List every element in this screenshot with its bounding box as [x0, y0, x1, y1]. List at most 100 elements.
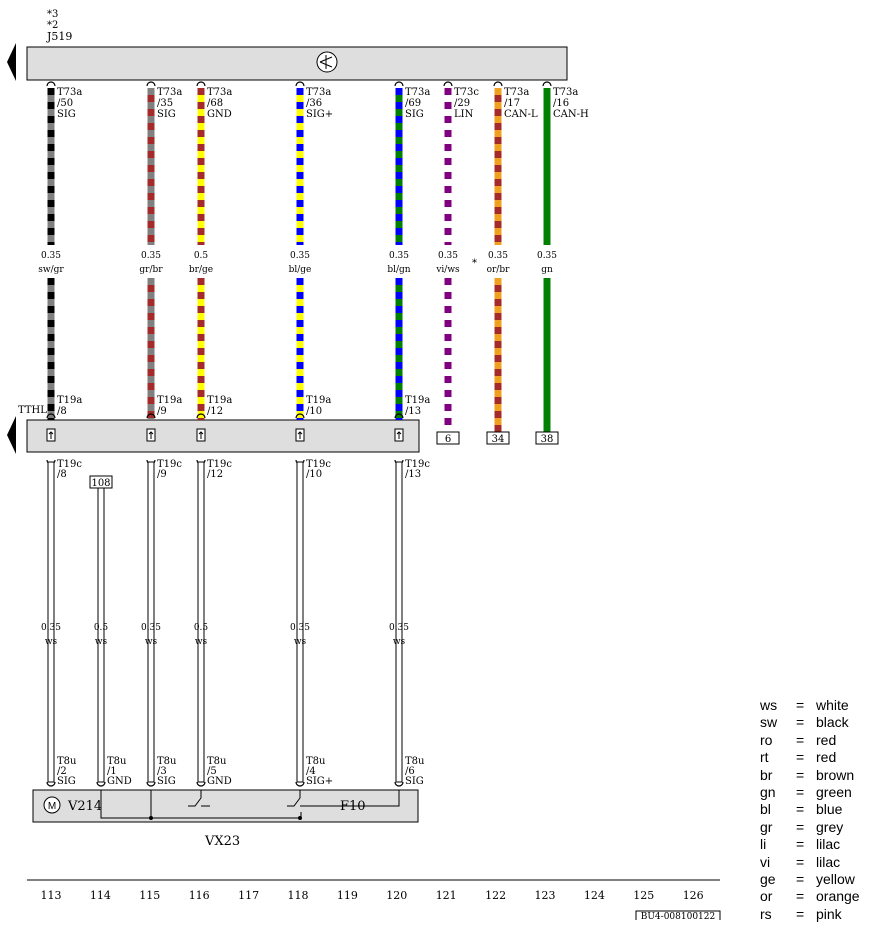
column-number: 126	[683, 889, 704, 902]
wire-5-lower-stripe	[395, 285, 403, 292]
legend-row: vi=lilac	[760, 854, 860, 871]
wire-3-lower-stripe	[197, 383, 205, 390]
wire-8-lower-base	[543, 278, 551, 432]
left-arrow-middle	[7, 416, 16, 454]
wire-7-gauge: 0.35	[488, 251, 508, 261]
wire-5-mid-conn-name: T19a	[405, 395, 430, 406]
wire-6-lower-stripe	[444, 299, 452, 306]
wire-3-mid-conn-name: T19a	[207, 395, 232, 406]
wire-5-lower-base	[395, 278, 403, 420]
wire-6-lower-stripe	[444, 397, 452, 404]
wire-1-upper-stripe	[47, 221, 55, 228]
extra-wire	[97, 487, 105, 783]
legend-row: or=orange	[760, 888, 860, 905]
wire-7-conn-signal: CAN-L	[504, 109, 538, 120]
wire-3-upper-stripe	[197, 165, 205, 172]
wire-4-upper-stripe	[296, 179, 304, 186]
wire-4-low-conn-name: T19c	[306, 459, 331, 470]
wire-3-upper-stripe	[197, 151, 205, 158]
wire-1-end-conn-signal: SIG	[57, 776, 76, 787]
legend-code: gr	[760, 818, 773, 835]
wire-6-lower-stripe	[444, 313, 452, 320]
wire-6-upper-stripe	[444, 221, 452, 228]
wire-2-low-conn-pin: /9	[157, 469, 167, 480]
wire-1-upper-stripe	[47, 137, 55, 144]
wire-8-conn-name: T73a	[553, 87, 578, 98]
wire-3-lower-stripe	[197, 285, 205, 292]
legend-code: gn	[760, 783, 776, 800]
column-number: 115	[139, 889, 160, 902]
wire-1-conn-name: T73a	[57, 87, 82, 98]
wire-6-conn-signal: LIN	[454, 109, 474, 120]
wire-7-upper	[494, 88, 502, 245]
wire-7-lower-stripe	[494, 341, 502, 348]
ref-code-box	[635, 910, 721, 920]
wire-4-upper-stripe	[296, 123, 304, 130]
legend-color-name: grey	[816, 818, 844, 835]
wire-1-upper-stripe	[47, 151, 55, 158]
wire-1-lower-stripe	[47, 327, 55, 334]
wire-5-top-connector	[394, 81, 404, 87]
wire-3-upper-stripe	[197, 123, 205, 130]
wire-5-conn-pin: /69	[405, 98, 421, 109]
wire-4-lower-stripe	[296, 327, 304, 334]
motor-label: V214	[67, 799, 102, 814]
wire-3-top-connector	[196, 81, 206, 87]
wire-5-low-color: ws	[393, 637, 406, 647]
wire-5-upper-stripe	[395, 123, 403, 130]
wire-5-low-conn-name: T19c	[405, 459, 430, 470]
extra-wire-ref: 108	[91, 478, 110, 489]
wire-2-upper-stripe	[147, 137, 155, 144]
wire-4-upper-stripe	[296, 235, 304, 242]
wire-5-end-conn-signal: SIG	[405, 776, 424, 787]
left-arrow-top	[7, 43, 16, 81]
wire-6-gauge: 0.35	[438, 251, 458, 261]
wire-4-lower-stripe	[296, 383, 304, 390]
wire-2-lower-stripe	[147, 299, 155, 306]
wire-8-color: gn	[541, 265, 553, 275]
wire-7-upper-stripe	[494, 165, 502, 172]
wire-2-end-conn-pin: /3	[157, 766, 167, 777]
extra-wire-gauge: 0.5	[94, 623, 109, 633]
wire-1-conn-signal: SIG	[57, 109, 76, 120]
wire-2-mid-conn-name: T19a	[157, 395, 182, 406]
wire-1-upper-stripe	[47, 207, 55, 214]
internal-wiring	[100, 790, 302, 819]
wire-6-conn-pin: /29	[454, 98, 470, 109]
wire-6-lower-stripe	[444, 383, 452, 390]
column-number: 123	[535, 889, 556, 902]
legend-equals: =	[796, 888, 805, 905]
wire-4-upper-stripe	[296, 165, 304, 172]
wire-4-conn-signal: SIG+	[306, 109, 333, 120]
wire-3-lower-stripe	[197, 313, 205, 320]
wire-7-color: or/br	[487, 265, 511, 275]
wire-2-pin-mark	[148, 431, 154, 439]
column-number: 113	[41, 889, 62, 902]
wire-6-lower-stripe	[444, 425, 452, 432]
wire-4-top-connector	[295, 81, 305, 87]
wire-2-low-conn-name: T19c	[157, 459, 182, 470]
legend-code: bl	[760, 801, 771, 818]
legend-color-name: red	[816, 749, 837, 766]
wire-4-lower-stripe	[296, 341, 304, 348]
wire-4-end-connector	[295, 781, 305, 787]
sensor-wiring	[200, 790, 400, 807]
tthl-label: TTHL	[18, 405, 47, 416]
wire-6-upper-stripe	[444, 179, 452, 186]
wire-3-lower-stripe	[197, 369, 205, 376]
wire-1-mid-conn-pin: /8	[57, 406, 67, 417]
extra-wire-end-conn-pin: /1	[107, 766, 117, 777]
wire-8-upper	[543, 88, 551, 245]
extra-wire-end-connector	[96, 781, 106, 787]
wire-2-lower	[147, 278, 155, 420]
wire-6-lower-stripe	[444, 341, 452, 348]
wire-2-upper-stripe	[147, 179, 155, 186]
wire-1-upper-stripe	[47, 165, 55, 172]
wire-6-lower	[444, 278, 452, 432]
motor-icon	[43, 796, 61, 814]
wire-3-mid-conn-pin: /12	[207, 406, 223, 417]
legend-equals: =	[796, 870, 805, 887]
